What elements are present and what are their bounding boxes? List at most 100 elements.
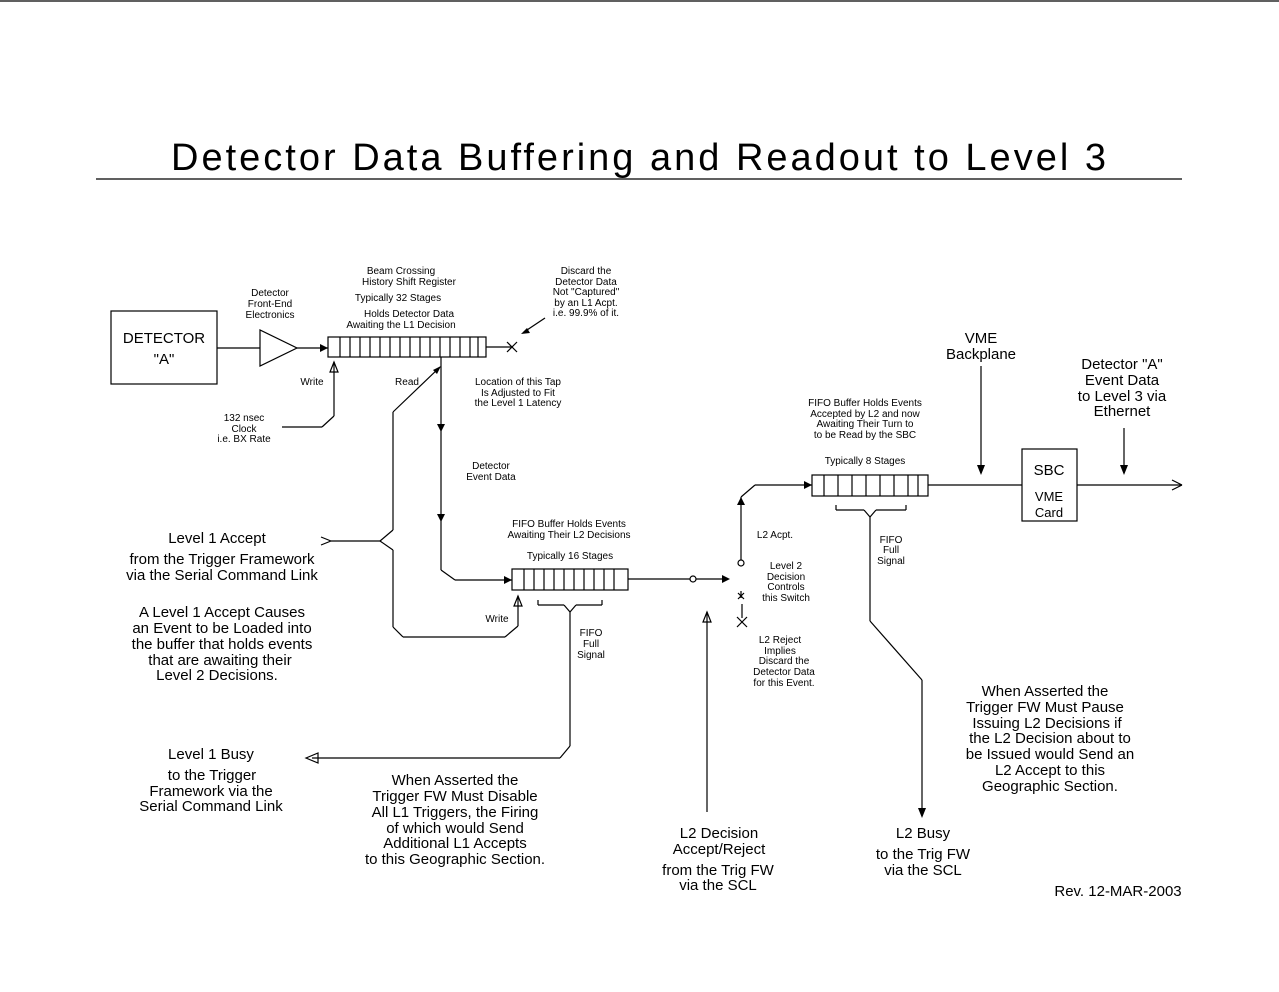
l2-pause-label-5: be Issued would Send an — [966, 746, 1134, 763]
fifo2-label-2: Accepted by L2 and now — [810, 409, 920, 420]
arrowhead-icon — [977, 465, 985, 475]
fifo1-label-1: FIFO Buffer Holds Events — [512, 519, 626, 530]
l2-reject-label-3: Discard the — [759, 656, 810, 667]
l1-disable-label-4: of which would Send — [386, 820, 524, 837]
l3-out-label-3: to Level 3 via — [1078, 388, 1167, 405]
l2-switch-label-4: this Switch — [762, 593, 810, 604]
l1-causes-label-5: Level 2 Decisions. — [156, 667, 278, 684]
fifo2-label-1: FIFO Buffer Holds Events — [808, 398, 922, 409]
arrowhead-icon — [437, 424, 445, 432]
switch-accept-contact — [737, 559, 745, 567]
vme-backplane-label-2: Backplane — [946, 346, 1016, 363]
fifo1-label-2: Awaiting Their L2 Decisions — [507, 530, 630, 541]
write-arrow-icon — [513, 594, 523, 607]
l1-busy-label-2: to the Trigger — [168, 767, 256, 784]
l1-disable-label-3: All L1 Triggers, the Firing — [372, 804, 539, 821]
clock-label-3: i.e. BX Rate — [217, 434, 271, 445]
amplifier-icon — [259, 329, 299, 367]
l1-busy-label-1: Level 1 Busy — [168, 746, 254, 763]
frontend-label-3: Electronics — [246, 310, 295, 321]
l2-decision-arrow-icon — [702, 610, 712, 623]
fifo1-full-bracket — [312, 600, 603, 759]
l2-decision-label-4: via the SCL — [679, 877, 757, 894]
l3-out-label-2: Event Data — [1085, 372, 1160, 389]
history-label-1: Beam Crossing — [367, 266, 435, 277]
arrowhead-icon — [504, 576, 512, 584]
l2-switch-label-2: Decision — [767, 572, 805, 583]
l2-reject-label-2: Implies — [764, 646, 796, 657]
clock-label-2: Clock — [231, 424, 257, 435]
fifo-buffer-l2 — [511, 568, 629, 591]
tap-label-3: the Level 1 Latency — [475, 398, 562, 409]
history-label-5: Awaiting the L1 Decision — [346, 320, 455, 331]
l1-disable-label-1: When Asserted the — [392, 772, 519, 789]
arrowhead-icon — [320, 344, 328, 352]
l2-pause-label-6: L2 Accept to this — [995, 762, 1105, 779]
l1-busy-arrow-icon — [304, 752, 319, 764]
history-label-4: Holds Detector Data — [364, 309, 454, 320]
fifo2-label-5: Typically 8 Stages — [825, 456, 906, 467]
l2-decision-label-3: from the Trig FW — [662, 862, 775, 879]
arrowhead-icon — [804, 481, 812, 489]
page-title: Detector Data Buffering and Readout to L… — [171, 137, 1109, 179]
revision-label: Rev. 12-MAR-2003 — [1054, 883, 1181, 900]
fifo1-full-label-2: Full — [583, 639, 599, 650]
history-label-3: Typically 32 Stages — [355, 293, 441, 304]
arrowhead-icon — [521, 328, 530, 334]
l2-switch-label-1: Level 2 — [770, 561, 803, 572]
l2-busy-label-1: L2 Busy — [896, 825, 951, 842]
fifo2-full-label-3: Signal — [877, 556, 905, 567]
l1-causes-label-4: that are awaiting their — [148, 652, 291, 669]
l1-causes-label-1: A Level 1 Accept Causes — [139, 604, 305, 621]
fifo2-full-label-1: FIFO — [880, 535, 903, 546]
l3-out-label-1: Detector "A" — [1081, 356, 1163, 373]
switch-pivot — [689, 575, 697, 583]
sbc-card-label: Card — [1035, 505, 1063, 520]
discard-label-5: i.e. 99.9% of it. — [553, 308, 619, 319]
vme-backplane-label-1: VME — [965, 330, 998, 347]
discard-label-1: Discard the — [561, 266, 612, 277]
arrowhead-icon — [437, 514, 445, 522]
fifo2-full-label-2: Full — [883, 545, 899, 556]
sbc-vme-label: VME — [1035, 489, 1064, 504]
l3-out-label-4: Ethernet — [1094, 403, 1152, 420]
l2-accept-label: L2 Acpt. — [757, 530, 793, 541]
l2-busy-label-3: via the SCL — [884, 862, 962, 879]
fifo1-write-label: Write — [485, 614, 509, 625]
clock-label-1: 132 nsec — [224, 413, 265, 424]
l2-pause-label-4: the L2 Decision about to — [969, 730, 1131, 747]
arrowhead-icon — [1120, 465, 1128, 475]
frontend-label-2: Front-End — [248, 299, 292, 310]
detector-id: "A" — [154, 351, 175, 368]
history-label-2: History Shift Register — [362, 277, 457, 288]
write-label: Write — [300, 377, 324, 388]
detector-box — [110, 310, 218, 385]
read-label: Read — [395, 377, 419, 388]
sbc-label: SBC — [1034, 462, 1065, 479]
detector-label: DETECTOR — [123, 330, 205, 347]
history-shift-register — [327, 336, 487, 358]
tap-label-1: Location of this Tap — [475, 377, 561, 388]
fifo2-full-bracket — [835, 505, 923, 816]
l2-busy-label-2: to the Trig FW — [876, 846, 971, 863]
event-data-label-1: Detector — [472, 461, 510, 472]
l1-causes-label-2: an Event to be Loaded into — [132, 620, 311, 637]
discard-label-2: Detector Data — [555, 277, 617, 288]
l2-pause-label-1: When Asserted the — [982, 683, 1109, 700]
arrowhead-icon — [737, 497, 745, 505]
fifo1-label-3: Typically 16 Stages — [527, 551, 613, 562]
l1-busy-label-4: Serial Command Link — [139, 798, 283, 815]
write-arrow-icon — [329, 360, 339, 373]
l1-disable-label-2: Trigger FW Must Disable — [372, 788, 537, 805]
fifo1-full-label-3: Signal — [577, 650, 605, 661]
fifo2-label-3: Awaiting Their Turn to — [817, 419, 914, 430]
arrowhead-icon — [722, 575, 730, 583]
l1-accept-label-3: via the Serial Command Link — [126, 567, 318, 584]
l2-reject-label-1: L2 Reject — [759, 635, 801, 646]
l2-decision-label-1: L2 Decision — [680, 825, 758, 842]
l2-switch-label-3: Controls — [767, 582, 804, 593]
l2-pause-label-7: Geographic Section. — [982, 778, 1118, 795]
l2-pause-label-3: Issuing L2 Decisions if — [972, 715, 1122, 732]
fifo1-full-label-1: FIFO — [580, 628, 603, 639]
